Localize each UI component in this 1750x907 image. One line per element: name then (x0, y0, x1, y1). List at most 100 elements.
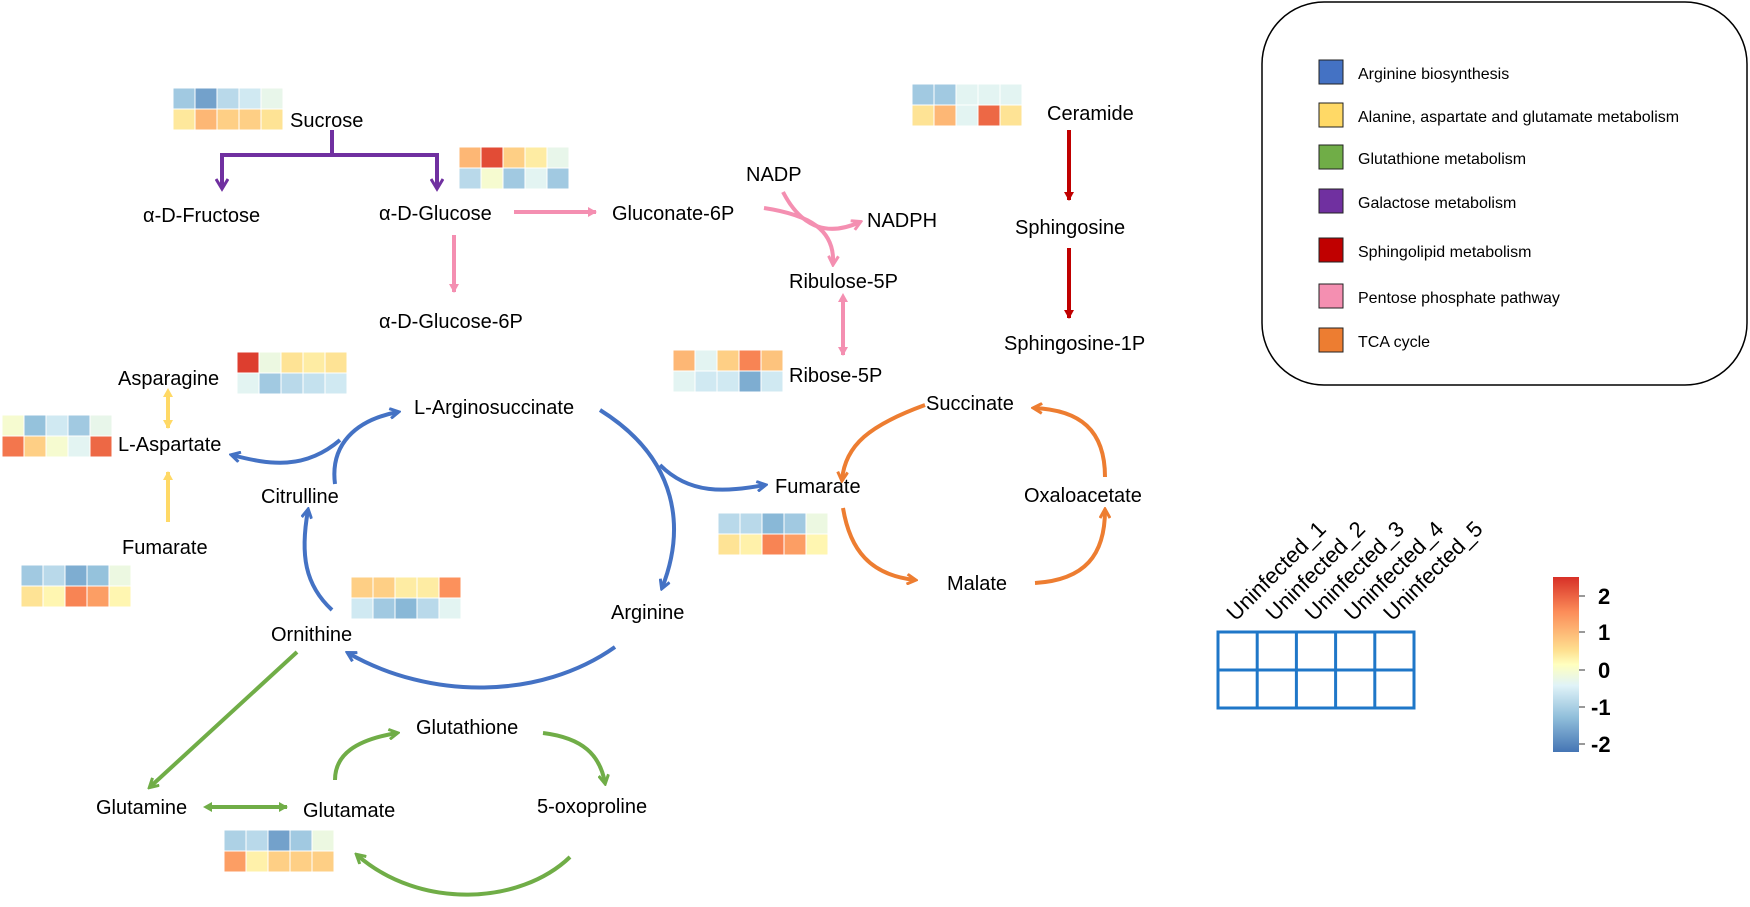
heatmap-cell (672, 370, 696, 393)
heatmap-cell (739, 512, 763, 535)
arrow-ornithine-to-glutamine (150, 650, 299, 787)
arrow-citrulline-to-arginosuccinate (332, 412, 398, 485)
arrow-glutamate-to-glutathione (333, 733, 397, 781)
heatmap-cell (289, 850, 313, 873)
tca-arrows (842, 405, 1105, 583)
arrow-ornithine-to-citrulline (305, 510, 334, 612)
heatmap-fumarate-tca (717, 512, 829, 556)
color-scale-bar (1553, 577, 1579, 752)
heatmap-cell (236, 351, 260, 374)
heatmap-sucrose (172, 87, 284, 131)
arrow-malate-to-oxaloacetate (1034, 510, 1105, 585)
heatmap-cell (480, 146, 504, 169)
heatmap-cell (216, 87, 240, 110)
legend-label: Alanine, aspartate and glutamate metabol… (1358, 109, 1679, 126)
heatmap-cell (67, 414, 91, 437)
heatmap-cell (350, 597, 374, 620)
heatmap-cell (761, 512, 785, 535)
color-scale-ticks: 210-1-2 (1579, 584, 1611, 757)
heatmap-ribose (672, 349, 784, 393)
heatmap-cell (716, 370, 740, 393)
key-column-labels: Uninfected_1Uninfected_2Uninfected_3Unin… (1221, 516, 1487, 625)
color-scale-tick-label: -1 (1591, 695, 1611, 720)
heatmap-cell (42, 585, 66, 608)
heatmap-cell (216, 108, 240, 131)
glutathione-arrows (150, 650, 605, 897)
heatmap-cell (260, 87, 284, 110)
heatmap-cell (1, 414, 25, 437)
heatmap-cell (546, 146, 570, 169)
legend-label: Sphingolipid metabolism (1358, 244, 1531, 261)
heatmap-cell (524, 146, 548, 169)
heatmap-cell (783, 512, 807, 535)
label-ceramide: Ceramide (1047, 103, 1134, 125)
arrow-to-fumarate (658, 463, 765, 490)
heatmap-ornithine (350, 576, 462, 620)
heatmap-cell (999, 83, 1023, 106)
heatmap-cell (480, 167, 504, 190)
arrow-sucrose-to-glucose (332, 153, 437, 188)
label-fumarate-left: Fumarate (122, 537, 208, 559)
heatmap-fumarate-left (20, 564, 132, 608)
heatmap-cell (267, 829, 291, 852)
legend-swatch (1318, 327, 1344, 353)
heatmap-cell (311, 850, 335, 873)
heatmap-cell (394, 576, 418, 599)
heatmap-cell (20, 585, 44, 608)
heatmap-cell (289, 829, 313, 852)
heatmap-ceramide (911, 83, 1023, 127)
heatmap-cell (783, 533, 807, 556)
arrow-arginosuccinate-to-arginine (598, 408, 676, 588)
heatmap-cell (258, 372, 282, 395)
heatmap-cell (172, 87, 196, 110)
color-scale-tick-label: -2 (1591, 732, 1611, 757)
heatmap-cell (280, 372, 304, 395)
heatmap-cell (172, 108, 196, 131)
label-glutathione: Glutathione (416, 717, 518, 739)
heatmap-cell (394, 597, 418, 620)
label-arginosuccinate: L-Arginosuccinate (414, 397, 574, 419)
heatmap-cell (194, 108, 218, 131)
heatmap-cell (1, 435, 25, 458)
heatmap-glutamate (223, 829, 335, 873)
label-fructose: α-D-Fructose (143, 205, 260, 227)
heatmap-cell (911, 83, 935, 106)
heatmap-cell (238, 108, 262, 131)
galactose-arrows (222, 130, 437, 188)
label-glutamate: Glutamate (303, 800, 395, 822)
color-scale: 210-1-2 (1553, 577, 1611, 757)
heatmap-cell (760, 349, 784, 372)
heatmap-cell (194, 87, 218, 110)
heatmap-cell (108, 564, 132, 587)
heatmap-cell (911, 104, 935, 127)
label-sphingosine1p: Sphingosine-1P (1004, 333, 1145, 355)
heatmap-cell (805, 533, 829, 556)
arrow-nadp-to-nadph (781, 191, 860, 231)
heatmap-cell (86, 585, 110, 608)
arrow-sucrose-to-fructose (222, 153, 332, 188)
heatmap-cell (42, 564, 66, 587)
label-sphingosine: Sphingosine (1015, 217, 1125, 239)
heatmap-cell (245, 829, 269, 852)
arginine-arrows (232, 408, 765, 690)
label-glutamine: Glutamine (96, 797, 187, 819)
heatmap-cell (955, 104, 979, 127)
arrow-oxoproline-to-glutamate (357, 855, 572, 897)
heatmap-cell (416, 597, 440, 620)
heatmap-cell (372, 597, 396, 620)
label-ribulose5p: Ribulose-5P (789, 271, 898, 293)
heatmap-cell (977, 104, 1001, 127)
label-ribose5p: Ribose-5P (789, 365, 882, 387)
heatmap-cell (458, 167, 482, 190)
label-nadph: NADPH (867, 210, 937, 232)
heatmap-cell (717, 512, 741, 535)
heatmap-cell (717, 533, 741, 556)
legend-swatch (1318, 188, 1344, 214)
arrow-succinate-to-fumarate (842, 403, 926, 480)
label-glucose6p: α-D-Glucose-6P (379, 311, 523, 333)
legend-label: Pentose phosphate pathway (1358, 290, 1560, 307)
